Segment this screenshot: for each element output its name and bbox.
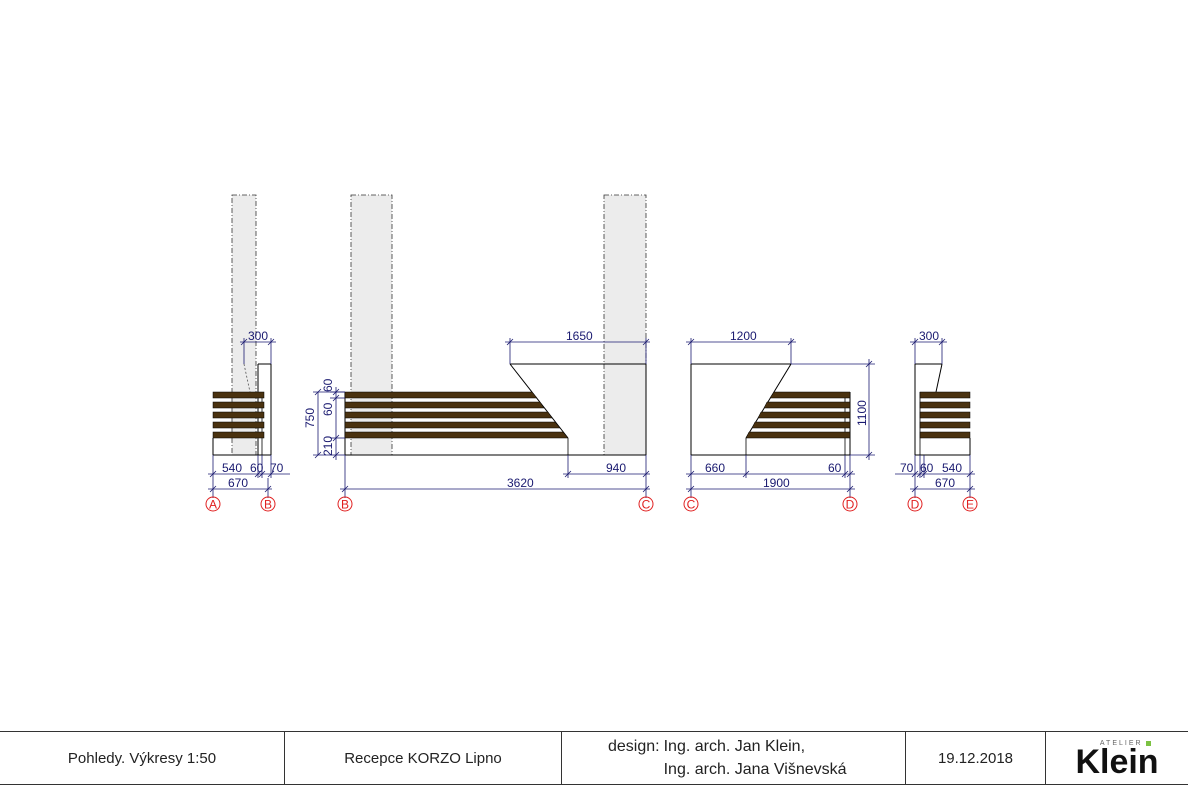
view-c-d: 1200 1100 660 60 1900 C D	[683, 329, 875, 512]
logo-cell: ATELIER Klein	[1046, 732, 1188, 784]
dim-v4-bottom-b: 60	[920, 461, 934, 475]
svg-text:B: B	[341, 498, 349, 512]
dim-v2-60b: 60	[321, 402, 335, 416]
design-label: design:	[608, 738, 660, 755]
grid-marker-b: B	[260, 496, 276, 512]
dim-v2-right: 940	[606, 461, 626, 475]
column-left-view1	[231, 194, 257, 456]
dim-v3-top: 1200	[730, 329, 757, 343]
sheet-title: Pohledy. Výkresy 1:50	[67, 749, 217, 767]
dim-v4-total: 670	[935, 476, 955, 490]
project-cell: Recepce KORZO Lipno	[285, 732, 562, 784]
drawing-canvas: 300 540 60 70 670 A B	[205, 194, 978, 512]
logo-main-text: Klein	[1075, 742, 1159, 781]
column-left-view2	[350, 194, 393, 456]
svg-text:A: A	[209, 498, 217, 512]
svg-text:E: E	[966, 498, 974, 512]
column-right-view2	[603, 194, 647, 456]
dim-v1-bottom-b: 60	[250, 461, 264, 475]
grid-marker-d2: D	[907, 496, 923, 512]
dim-v1-bottom-a: 540	[222, 461, 242, 475]
grid-marker-c2: C	[683, 496, 699, 512]
logo-small-text: ATELIER	[1099, 739, 1143, 747]
title-block: Pohledy. Výkresy 1:50 Recepce KORZO Lipn…	[0, 731, 1188, 785]
dim-v2-top: 1650	[566, 329, 593, 343]
svg-text:D: D	[846, 498, 855, 512]
grid-marker-b2: B	[337, 496, 353, 512]
svg-text:B: B	[264, 498, 272, 512]
dim-v4-bottom-a: 70	[900, 461, 914, 475]
grid-marker-c: C	[638, 496, 654, 512]
svg-text:C: C	[642, 498, 651, 512]
dim-v2-60a: 60	[321, 378, 335, 392]
view-b-c: 60 60 750 210 1650 940 3620 B C	[303, 194, 654, 512]
atelier-klein-logo: ATELIER Klein	[1075, 739, 1159, 781]
designer-2: Ing. arch. Jana Višnevská	[663, 761, 847, 778]
dim-v3-total: 1900	[763, 476, 790, 490]
dim-v3-right: 60	[828, 461, 842, 475]
dim-v1-total: 670	[228, 476, 248, 490]
dim-v4-bottom-c: 540	[942, 461, 962, 475]
slats-view2	[344, 391, 569, 439]
grid-marker-a: A	[205, 496, 221, 512]
sheet-title-cell: Pohledy. Výkresy 1:50	[0, 732, 285, 784]
dim-v2-total: 3620	[507, 476, 534, 490]
grid-marker-d: D	[842, 496, 858, 512]
dim-v3-height: 1100	[855, 400, 869, 426]
view-d-e: 300 70 60 540 670 D E	[895, 329, 978, 512]
dim-v4-top: 300	[919, 329, 939, 343]
date-cell: 19.12.2018	[906, 732, 1046, 784]
dim-v2-210: 210	[321, 436, 335, 456]
dim-v1-bottom-c: 70	[270, 461, 284, 475]
slats-view3	[745, 391, 851, 439]
designer-1: Ing. arch. Jan Klein,	[663, 738, 806, 755]
project-name: Recepce KORZO Lipno	[344, 749, 502, 767]
slats-view1	[212, 391, 265, 439]
design-cell: design: Ing. arch. Jan Klein, Ing. arch.…	[562, 732, 906, 784]
dim-v2-750: 750	[303, 408, 317, 428]
view-a-b: 300 540 60 70 670 A B	[205, 194, 290, 512]
grid-marker-e: E	[962, 496, 978, 512]
slats-view4	[919, 391, 971, 439]
dim-v1-top: 300	[248, 329, 268, 343]
svg-text:C: C	[687, 498, 696, 512]
svg-text:D: D	[911, 498, 920, 512]
date: 19.12.2018	[937, 749, 1014, 767]
dim-v3-left: 660	[705, 461, 725, 475]
logo-accent-square	[1145, 740, 1151, 746]
